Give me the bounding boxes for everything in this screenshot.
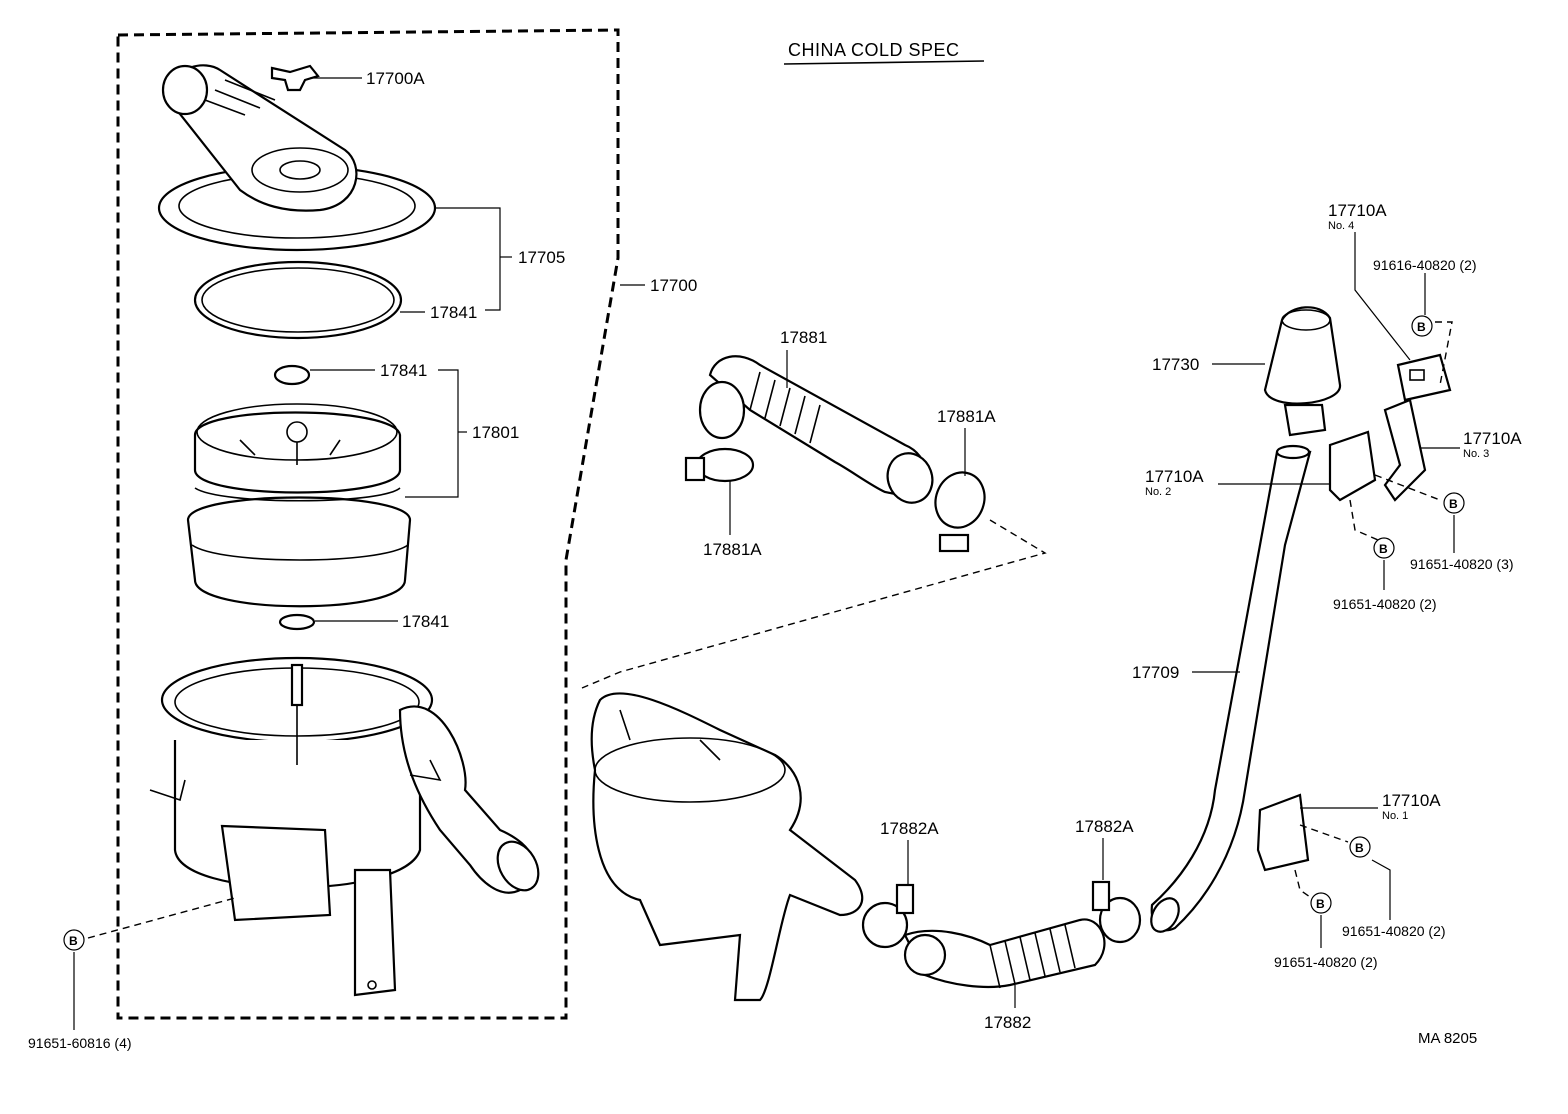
washer-mid	[273, 364, 311, 386]
label-no1: No. 1	[1382, 810, 1408, 822]
label-17881A-left: 17881A	[703, 540, 762, 559]
intake-resonator	[590, 692, 864, 1002]
assembly-box-17700	[116, 28, 620, 1020]
clamp-17881A-right	[934, 471, 986, 553]
label-17705: 17705	[518, 248, 565, 267]
leader-lines	[73, 77, 1460, 1030]
label-17700A: 17700A	[366, 69, 425, 88]
label-91651-40820-2c: 91651-40820 (2)	[1274, 954, 1378, 970]
air-cleaner-case	[149, 656, 540, 997]
label-17882A-right: 17882A	[1075, 817, 1134, 836]
hose-17882	[903, 918, 1106, 989]
hose-17881	[698, 355, 934, 504]
bolt-symbol-91651-40820-2b: B	[1349, 836, 1371, 858]
svg-text:B: B	[1355, 841, 1364, 855]
label-91651-40820-3: 91651-40820 (3)	[1410, 556, 1514, 572]
label-17710A-no2: 17710A	[1145, 467, 1204, 486]
label-91616-40820: 91616-40820 (2)	[1373, 257, 1477, 273]
label-17882A-left: 17882A	[880, 819, 939, 838]
label-no4: No. 4	[1328, 220, 1354, 232]
intake-pipe-17709	[1150, 444, 1312, 933]
bolt-symbol-91651-40820-3: B	[1443, 492, 1465, 514]
bolt-symbol-91616-40820: B	[1411, 315, 1433, 337]
label-17841-mid: 17841	[380, 361, 427, 380]
filter-element	[186, 403, 412, 608]
label-17841-top: 17841	[430, 303, 477, 322]
svg-text:B: B	[1316, 897, 1325, 911]
label-17710A-no3: 17710A	[1463, 429, 1522, 448]
connection-dashed-line	[581, 519, 1047, 689]
clamp-17882A-right	[1091, 880, 1142, 944]
bracket-17710A-no2	[1328, 430, 1377, 502]
label-17730: 17730	[1152, 355, 1199, 374]
label-91651-40820-2b: 91651-40820 (2)	[1342, 923, 1446, 939]
label-17881A-right: 17881A	[937, 407, 996, 426]
clamp-17881A-left	[684, 447, 755, 483]
label-17881: 17881	[780, 328, 827, 347]
label-17841-bottom: 17841	[402, 612, 449, 631]
svg-text:B: B	[1417, 320, 1426, 334]
diagram-code: MA 8205	[1418, 1030, 1477, 1047]
label-17801: 17801	[472, 423, 519, 442]
air-cleaner-cap	[157, 64, 437, 252]
label-no2: No. 2	[1145, 486, 1171, 498]
bolt-symbol-91651-60816: B	[63, 929, 85, 951]
label-91651-40820-2a: 91651-40820 (2)	[1333, 596, 1437, 612]
bracket-17710A-no3	[1383, 398, 1427, 502]
bracket-17710A-no4	[1396, 353, 1452, 402]
label-no3: No. 3	[1463, 448, 1489, 460]
bolt-symbol-91651-40820-2c: B	[1310, 892, 1332, 914]
label-91651-60816: 91651-60816 (4)	[28, 1035, 132, 1051]
clamp-17882A-left	[861, 883, 915, 949]
gasket-ring-top	[193, 260, 403, 340]
label-17882: 17882	[984, 1013, 1031, 1032]
title-underline	[783, 60, 985, 65]
bolt-symbol-91651-40820-2a: B	[1373, 537, 1395, 559]
label-17709: 17709	[1132, 663, 1179, 682]
svg-text:B: B	[1379, 542, 1388, 556]
air-cap-17730	[1263, 306, 1342, 437]
svg-text:B: B	[69, 934, 78, 948]
diagram-title: CHINA COLD SPEC	[788, 40, 960, 60]
label-17710A-no4: 17710A	[1328, 201, 1387, 220]
wing-nut	[270, 64, 320, 92]
label-17710A-no1: 17710A	[1382, 791, 1441, 810]
dashed-leaders	[87, 321, 1453, 939]
bracket-17710A-no1	[1256, 793, 1310, 872]
label-17700: 17700	[650, 276, 697, 295]
svg-text:B: B	[1449, 497, 1458, 511]
washer-bottom	[278, 613, 316, 631]
